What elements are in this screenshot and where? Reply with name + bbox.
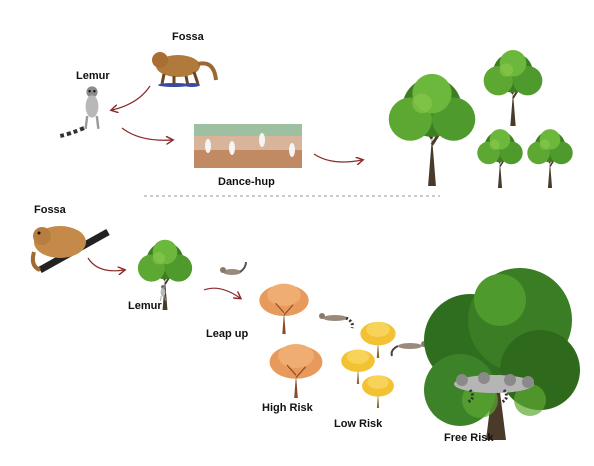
- top-lemur-label: Lemur: [76, 70, 110, 82]
- arrow-fossa-to-lemur-tree: [87, 257, 124, 271]
- low-risk-label: Low Risk: [334, 418, 383, 430]
- top-lemur-icon: [59, 85, 100, 138]
- free-risk-label: Free Risk: [444, 432, 494, 444]
- leaping-lemur-2-icon: [319, 313, 354, 329]
- top-tree-lower-mid: [476, 128, 524, 188]
- top-fossa-icon: [152, 52, 218, 87]
- dance-photo: [194, 124, 302, 168]
- bottom-fossa-label: Fossa: [34, 204, 66, 216]
- high-risk-label: High Risk: [262, 402, 313, 414]
- top-tree-upper-right: [482, 48, 544, 126]
- orange-tree-lower: [268, 343, 324, 398]
- leap-label: Leap up: [206, 328, 249, 340]
- top-fossa-label: Fossa: [172, 31, 204, 43]
- orange-tree-upper: [258, 282, 310, 334]
- arrow-fossa-to-lemur: [112, 85, 151, 110]
- free-risk-forest: [424, 268, 580, 440]
- top-tree-lower-right: [526, 128, 574, 188]
- leaping-lemur-1-icon: [220, 261, 247, 275]
- top-tree-large: [387, 72, 477, 186]
- bottom-lemur-icon: [160, 284, 166, 302]
- dance-label: Dance-hup: [218, 176, 275, 188]
- arrow-dance-to-forest: [313, 153, 362, 162]
- arrow-leap: [203, 287, 240, 298]
- bottom-lemur-label: Lemur: [128, 300, 162, 312]
- leaping-lemur-3-icon: [390, 341, 427, 357]
- yellow-tree-bottom: [362, 375, 394, 408]
- bottom-fossa-icon: [30, 226, 110, 274]
- lemur-group-icon: [454, 372, 534, 404]
- arrow-lemur-to-dance: [121, 127, 172, 140]
